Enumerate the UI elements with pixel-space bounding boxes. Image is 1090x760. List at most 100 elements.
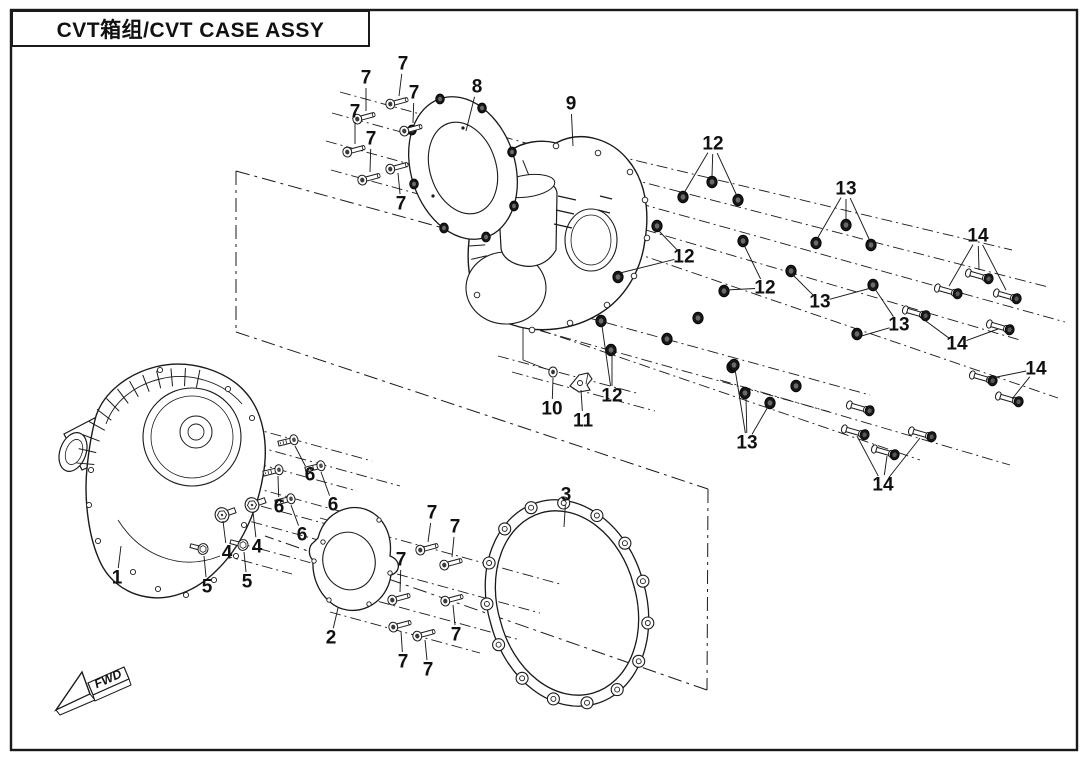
cooling-rib (117, 388, 129, 404)
leader-line (117, 545, 122, 569)
callout-label: 14 (872, 475, 894, 496)
cover-vent-line (557, 195, 577, 201)
axis-line (339, 91, 607, 166)
ring-nut-center (512, 203, 516, 209)
gasket-tab-hole (486, 560, 493, 566)
leader-line (601, 325, 612, 387)
bolt-with-washer-icon (985, 319, 1015, 336)
flange-nut-icon (677, 190, 689, 204)
part-8-inner-gasket (407, 93, 519, 243)
leader-line (829, 287, 872, 300)
cover-bolt-boss (603, 301, 611, 309)
callout-label: 12 (754, 278, 775, 299)
leader-line (203, 555, 207, 578)
callout-label: 7 (451, 625, 462, 646)
cover-rib (469, 244, 486, 247)
leader-line (451, 536, 455, 558)
socket-bolt-icon (274, 493, 296, 506)
flange-nut-icon (737, 234, 749, 248)
plate-bolt-hole (376, 517, 382, 523)
axis-line (604, 217, 1021, 341)
callout-label: 7 (398, 652, 409, 673)
cover-bolt-boss (594, 149, 602, 157)
gasket-tab-hole (550, 695, 557, 702)
leader-line (424, 639, 428, 661)
gasket-tab-hole (501, 525, 508, 532)
leader-line (657, 229, 678, 251)
cooling-rib (76, 462, 95, 466)
cap-bolt-icon (387, 593, 411, 606)
callout-label: 14 (946, 334, 968, 355)
cooling-rib (88, 421, 106, 431)
bolt-boss (224, 385, 232, 393)
cover-bolt-boss (643, 234, 651, 242)
page-title: CVT箱组/CVT CASE ASSY (56, 18, 325, 42)
cap-bolt-icon (342, 145, 366, 158)
cover-output-hole (564, 208, 618, 272)
cap-bolt-icon (412, 629, 436, 642)
leader-line (1011, 376, 1031, 400)
callout-label: 13 (835, 179, 856, 200)
cap-bolt-icon (439, 558, 463, 571)
ring-nut-center (484, 234, 488, 240)
bolt-boss (154, 585, 162, 593)
leader-line (874, 288, 894, 317)
callout-label: 7 (398, 54, 409, 75)
callout-label: 10 (541, 399, 562, 420)
duct-opening (58, 432, 88, 472)
washer-icon (548, 366, 558, 378)
cap-bolt-icon (440, 594, 464, 607)
leader-line (369, 148, 372, 173)
callout-label: 13 (809, 292, 830, 313)
leader-line (948, 244, 974, 287)
gasket-tab-hole (635, 658, 642, 665)
leader-line (849, 197, 871, 242)
part-1-cvt-case-body (58, 363, 266, 599)
axis-line (519, 324, 831, 413)
leader-line (427, 522, 432, 543)
callout-label: 7 (350, 102, 361, 123)
ring-inner (427, 121, 499, 215)
callout-label: 14 (1025, 359, 1047, 380)
callout-label: 6 (297, 525, 308, 546)
cover-bolt-boss (626, 168, 634, 176)
leader-line (619, 258, 675, 274)
gasket-tab-hole (560, 500, 567, 506)
cooling-rib (106, 398, 120, 412)
callout-label: 7 (396, 194, 407, 215)
cover-bolt-boss (528, 326, 536, 334)
part-3-cover-gasket (480, 496, 655, 710)
leader-line (725, 288, 756, 291)
callout-label: 11 (573, 411, 594, 432)
hardware (189, 97, 1024, 642)
bolt-boss (182, 591, 190, 599)
leader-line (465, 96, 476, 132)
leader-line (399, 569, 402, 593)
callout-label: 6 (328, 495, 339, 516)
bolt-with-washer-icon (964, 268, 994, 285)
leader-line (222, 520, 227, 544)
detail-line (522, 359, 547, 370)
cap-bolt-icon (357, 173, 381, 186)
plate-bolt-hole (311, 558, 317, 564)
cooling-rib (78, 448, 97, 454)
bolt-boss (240, 521, 248, 529)
cooling-rib (96, 409, 112, 421)
axis-line (539, 329, 921, 461)
flange-nut-icon (605, 343, 617, 357)
plate-hole (322, 531, 376, 591)
bolt-boss (87, 466, 95, 474)
cover-bolt-boss (473, 291, 481, 299)
bolt-with-washer-icon (840, 424, 870, 441)
flange-nut-icon (739, 386, 751, 400)
bolt-boss (210, 576, 218, 584)
belt-cavity-line (117, 519, 221, 563)
cover-bolt-boss (552, 142, 560, 150)
cooling-rib (129, 380, 139, 398)
plate-bolt-hole (387, 570, 393, 576)
cover-vent-line (555, 209, 575, 215)
flange-nut-icon (851, 327, 863, 341)
gasket-tab-hole (593, 512, 600, 519)
cover-bolt-boss (566, 319, 574, 327)
